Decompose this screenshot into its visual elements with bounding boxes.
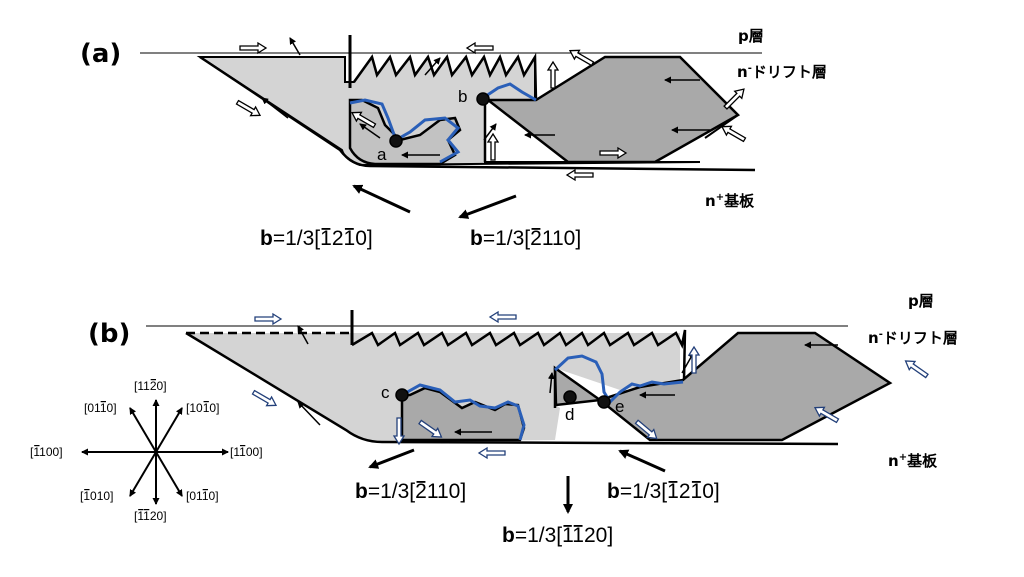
overbar <box>150 379 156 381</box>
panel-a: (a) a b <box>80 27 827 250</box>
compass-label-left: [1100] <box>30 445 63 459</box>
compass-label-bottom: [1120] <box>134 509 167 523</box>
panel-b-zigzag <box>351 329 687 381</box>
panel-b-outline <box>185 331 839 446</box>
compass-label-lower-right: [0110] <box>186 489 219 503</box>
overbar <box>203 401 209 403</box>
panel-a-solid-arrows <box>261 37 710 159</box>
compass-label-upper-left: [0110] <box>84 401 117 415</box>
panel-a-region-outline <box>199 55 756 172</box>
panel-b: (b) c d e <box>88 292 958 547</box>
overbar <box>668 481 678 483</box>
panel-b-point-e <box>597 395 611 409</box>
panel-a-point-a-label: a <box>377 145 387 164</box>
panel-b-point-d <box>563 390 577 404</box>
panel-b-substrate-label: n+基板 <box>888 452 938 470</box>
panel-b-dislocation-c <box>401 383 526 441</box>
overbar <box>563 525 572 527</box>
panel-a-p-layer-label: p層 <box>738 27 764 45</box>
panel-a-burgers-arrow-1 <box>352 184 411 214</box>
overbar <box>239 445 246 447</box>
overbar <box>100 401 106 403</box>
panel-b-burgers-label-3: b=1/3[1210] <box>607 480 720 503</box>
panel-a-dislocation-b <box>482 82 537 102</box>
overbar <box>321 228 331 230</box>
panel-a-burgers-arrow-2 <box>458 194 517 219</box>
panel-b-point-c-label: c <box>381 383 390 402</box>
panel-b-burgers-label-1: b=1/3[2110] <box>355 480 466 503</box>
overbar <box>691 481 701 483</box>
panel-b-drift-layer-label: n-ドリフト層 <box>868 329 958 347</box>
panel-b-burgers-arrow-3 <box>618 449 666 473</box>
overbar <box>531 228 541 230</box>
panel-b-burgers-arrow-1 <box>368 448 415 469</box>
panel-b-label: (b) <box>88 319 130 349</box>
overbar <box>34 445 40 447</box>
panel-b-hollow-arrows <box>251 310 929 460</box>
panel-a-burgers-label-1: b=1/3[1210] <box>260 227 373 250</box>
panel-a-dislocation-a <box>349 98 461 164</box>
panel-b-point-c <box>395 388 409 402</box>
overbar <box>143 509 150 511</box>
panel-a-drift-layer-label: n-ドリフト層 <box>737 63 827 81</box>
panel-a-point-b <box>476 92 490 106</box>
compass-label-lower-left: [1010] <box>80 489 113 503</box>
panel-a-point-a <box>389 134 403 148</box>
panel-a-label: (a) <box>80 39 121 69</box>
panel-b-dark-region <box>553 331 893 442</box>
panel-a-zigzag <box>352 52 538 101</box>
direction-compass: [1120] [0110] [1010] [1100] [1100] [1010… <box>30 379 263 523</box>
overbar <box>202 489 208 491</box>
compass-label-right: [1100] <box>230 445 263 459</box>
panel-b-p-layer-label: p層 <box>908 292 934 310</box>
panel-b-burgers-label-2: b=1/3[1120] <box>502 524 613 547</box>
compass-label-upper-right: [1010] <box>186 401 219 415</box>
panel-a-substrate-label: n+基板 <box>705 192 755 210</box>
overbar <box>344 228 354 230</box>
compass-label-top: [1120] <box>134 379 167 393</box>
panel-a-burgers-label-2: b=1/3[2110] <box>470 227 581 250</box>
overbar <box>573 525 583 527</box>
overbar <box>138 509 144 511</box>
overbar <box>84 489 90 491</box>
panel-a-hollow-arrows <box>235 41 747 182</box>
panel-a-point-b-label: b <box>458 87 467 106</box>
panel-b-point-d-label: d <box>565 405 574 424</box>
overbar <box>416 481 426 483</box>
panel-b-point-e-label: e <box>615 397 624 416</box>
